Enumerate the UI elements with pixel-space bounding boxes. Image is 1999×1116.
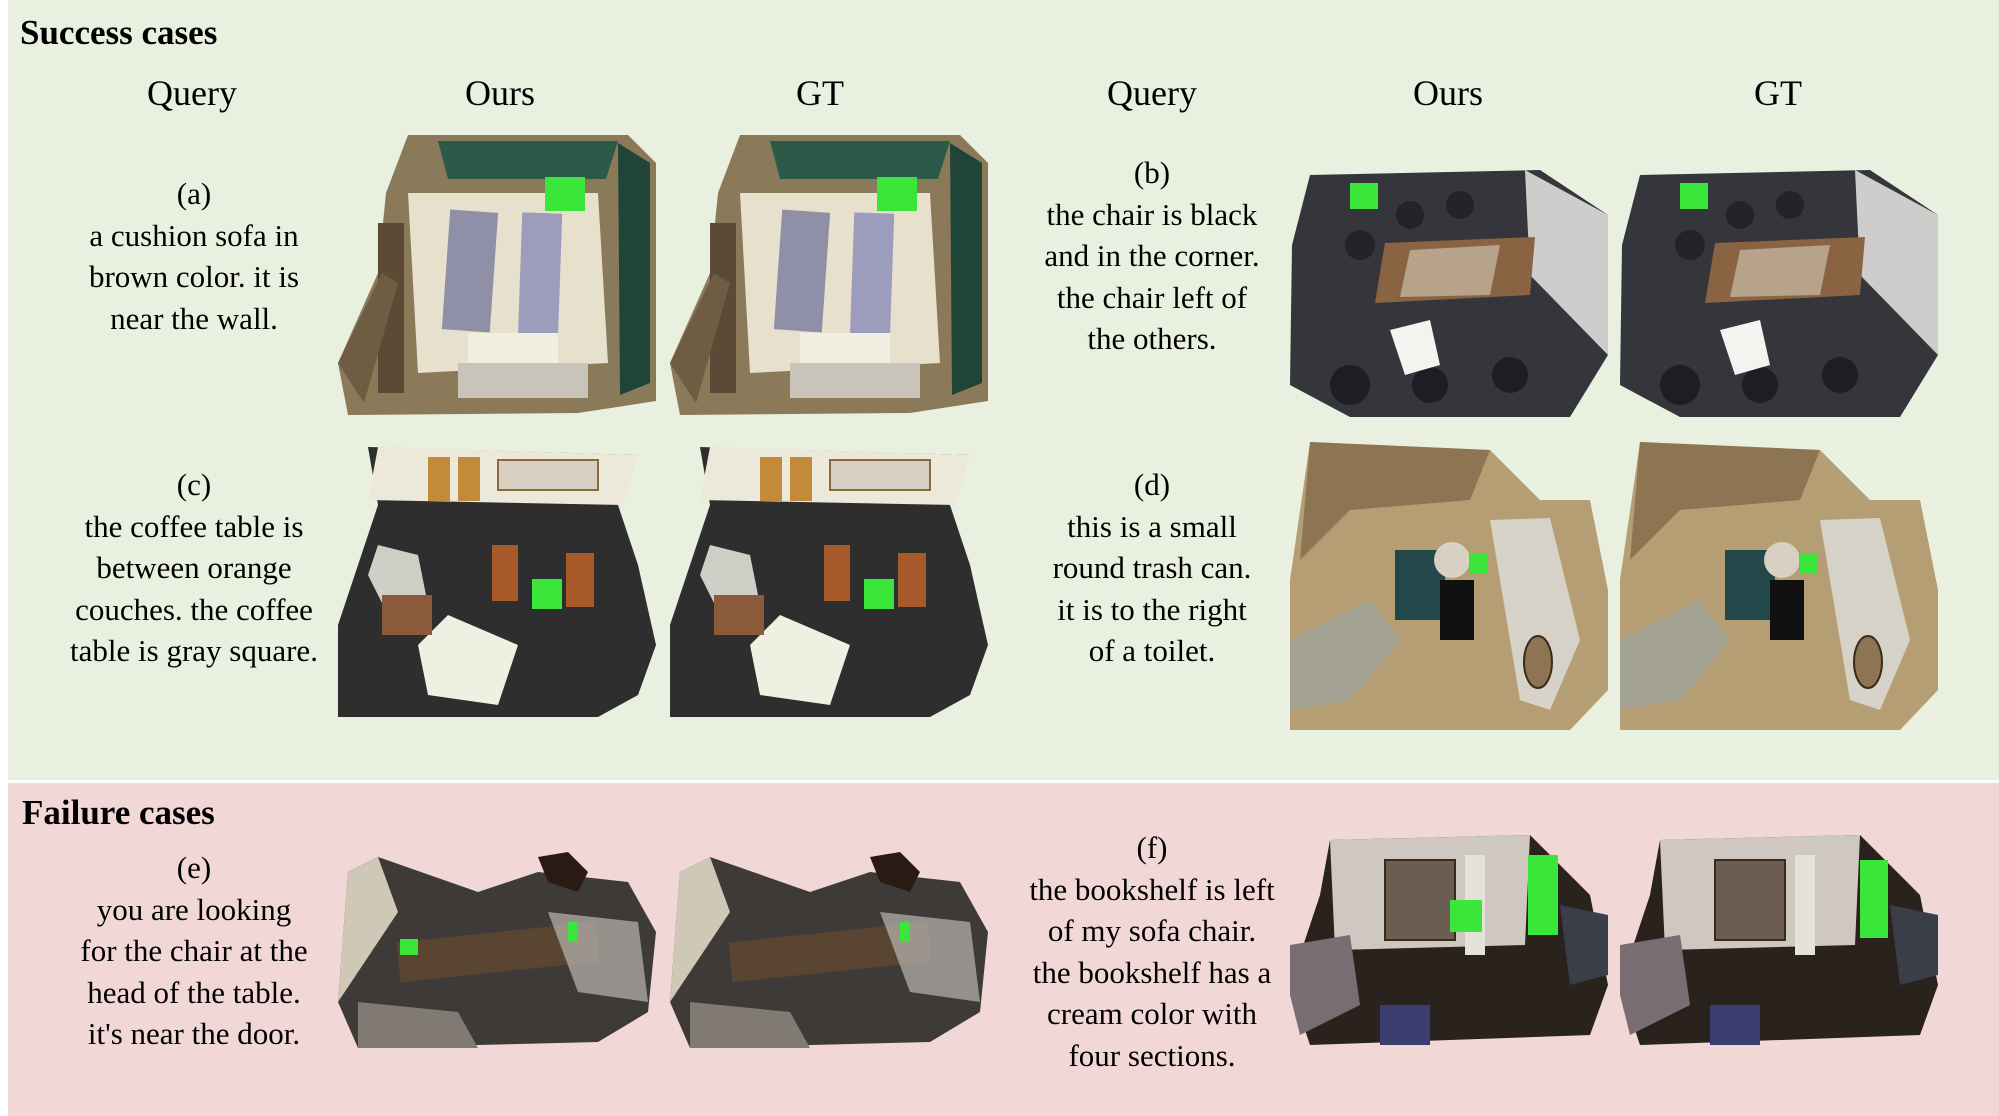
query-f-line-3: the bookshelf has a <box>1032 954 1272 990</box>
scene-a-ours-render <box>338 135 656 415</box>
scene-e-gt <box>670 852 990 1048</box>
header-query-left: Query <box>147 73 237 113</box>
query-c: (c) the coffee table is between orange c… <box>44 464 344 672</box>
query-d-line-1: this is a small <box>1067 508 1237 544</box>
highlight-box <box>532 579 562 609</box>
header-query-right: Query <box>1107 73 1197 113</box>
query-f-line-5: four sections. <box>1068 1037 1236 1073</box>
highlight-box <box>545 177 585 211</box>
query-b-label: (b) <box>1133 155 1171 190</box>
scene-e-ours <box>338 852 658 1048</box>
query-e-line-1: you are looking <box>96 891 292 927</box>
scene-d-ours <box>1290 440 1610 730</box>
header-gt-left: GT <box>796 73 844 113</box>
scene-c-gt-render <box>670 447 988 717</box>
highlight-box <box>1799 554 1817 574</box>
query-e-line-4: it's near the door. <box>87 1016 301 1051</box>
query-a-line-2: brown color. it is <box>88 259 300 294</box>
highlight-box <box>1528 855 1558 935</box>
highlight-box <box>1860 860 1888 938</box>
failure-cases-title: Failure cases <box>22 793 215 832</box>
scene-c-gt <box>670 445 990 717</box>
query-f: (f) the bookshelf is left of my sofa cha… <box>997 827 1307 1076</box>
highlight-box <box>877 177 917 211</box>
highlight-box <box>1350 183 1378 209</box>
query-b-line-4: the others. <box>1087 321 1217 356</box>
scene-b-gt <box>1620 155 1940 417</box>
query-d-line-2: round trash can. <box>1052 550 1252 585</box>
query-d-line-3: it is to the right <box>1057 591 1247 627</box>
scene-d-ours-render <box>1290 442 1608 730</box>
query-e: (e) you are looking for the chair at the… <box>44 847 344 1055</box>
query-c-line-1: the coffee table is <box>84 508 304 544</box>
query-a-line-3: near the wall. <box>110 300 278 336</box>
highlight-box <box>1680 183 1708 209</box>
scene-f-ours <box>1290 835 1610 1045</box>
query-a-label: (a) <box>176 176 212 211</box>
header-gt-right: GT <box>1754 73 1802 113</box>
query-b-line-1: the chair is black <box>1046 196 1258 232</box>
highlight-box <box>1450 900 1482 932</box>
scene-c-ours <box>338 445 658 717</box>
query-c-line-2: between orange <box>96 550 292 585</box>
scene-d-gt-render <box>1620 442 1938 730</box>
scene-f-gt-render <box>1620 835 1938 1045</box>
scene-c-ours-render <box>338 447 656 717</box>
query-e-label: (e) <box>176 850 212 885</box>
highlight-box <box>864 579 894 609</box>
query-f-line-2: of my sofa chair. <box>1047 913 1257 948</box>
query-f-label: (f) <box>1136 830 1168 865</box>
query-b-line-3: the chair left of <box>1056 279 1248 315</box>
scene-a-ours <box>338 133 658 415</box>
header-ours-right: Ours <box>1413 73 1483 113</box>
scene-a-gt <box>670 133 990 415</box>
scene-e-gt-render <box>670 852 988 1048</box>
query-d-line-4: of a toilet. <box>1088 633 1216 668</box>
query-e-line-3: head of the table. <box>87 974 301 1010</box>
highlight-box <box>900 922 910 942</box>
scene-f-gt <box>1620 835 1940 1045</box>
query-c-label: (c) <box>176 467 212 502</box>
query-c-line-3: couches. the coffee <box>75 591 313 627</box>
query-d: (d) this is a small round trash can. it … <box>1002 464 1302 672</box>
query-c-line-4: table is gray square. <box>70 633 318 668</box>
scene-b-ours <box>1290 155 1610 417</box>
highlight-box <box>1469 554 1487 574</box>
query-f-line-1: the bookshelf is left <box>1029 871 1275 907</box>
query-b: (b) the chair is black and in the corner… <box>1002 152 1302 360</box>
query-f-line-4: cream color with <box>1046 996 1258 1031</box>
query-a-line-1: a cushion sofa in <box>89 217 299 253</box>
success-cases-title: Success cases <box>20 13 218 52</box>
scene-b-gt-render <box>1620 170 1938 417</box>
scene-f-ours-render <box>1290 835 1608 1045</box>
highlight-box <box>568 922 578 942</box>
query-b-line-2: and in the corner. <box>1044 238 1260 273</box>
scene-d-gt <box>1620 440 1940 730</box>
query-a: (a) a cushion sofa in brown color. it is… <box>44 173 344 339</box>
query-d-label: (d) <box>1133 467 1171 502</box>
scene-b-ours-render <box>1290 170 1608 417</box>
scene-e-ours-render <box>338 852 656 1048</box>
scene-a-gt-render <box>670 135 988 415</box>
highlight-box <box>400 939 418 955</box>
header-ours-left: Ours <box>465 73 535 113</box>
query-e-line-2: for the chair at the <box>80 933 308 968</box>
